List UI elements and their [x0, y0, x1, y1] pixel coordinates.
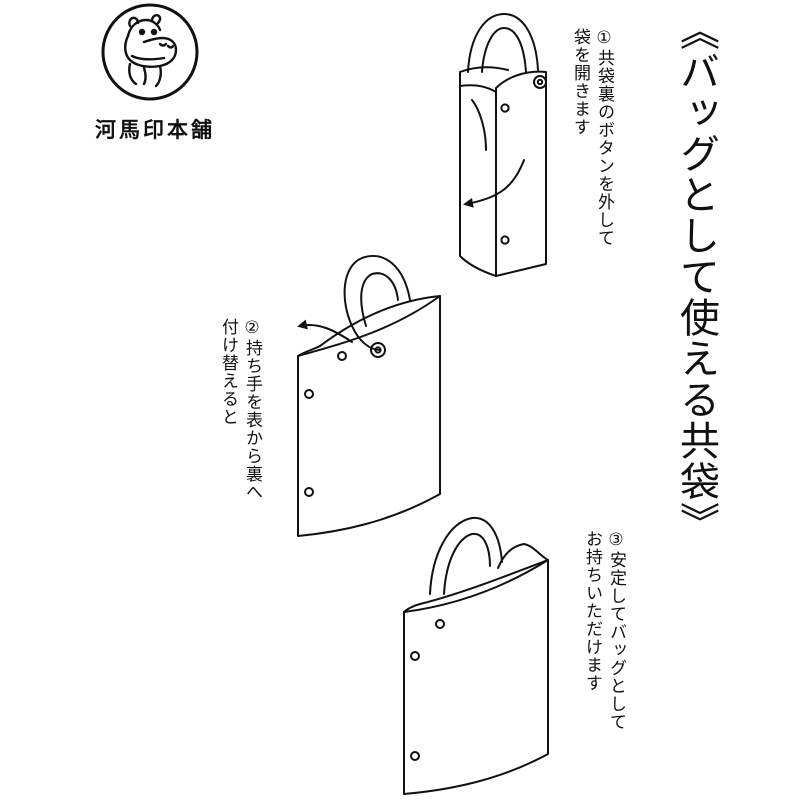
snap-button-icon [411, 620, 444, 760]
step-2-body: 持ち手を表から裏へ 付け替えると [218, 318, 262, 501]
step-1-number: ① [594, 28, 614, 49]
bag-3-finished-bag [404, 518, 548, 794]
step-3-number: ③ [606, 530, 626, 551]
bag-handle-icon [430, 518, 502, 594]
bag-handle-icon [468, 14, 538, 72]
hippo-seal-icon [101, 3, 199, 101]
step-1-text: ①共袋裏のボタンを外して 袋を開きます [568, 28, 616, 358]
step-3-text: ③安定してバッグとして お持ちいただけます [580, 530, 628, 790]
brand-name: 河馬印本舗 [95, 117, 215, 142]
bag-1-folded-pouch [460, 14, 546, 276]
page-title: 《バッグとして使える共袋》 [673, 10, 719, 543]
curved-arrow-icon [297, 319, 352, 342]
snap-button-icon [501, 76, 546, 244]
step-1-body: 共袋裏のボタンを外して 袋を開きます [570, 28, 614, 247]
step-3-body: 安定してバッグとして お持ちいただけます [582, 530, 626, 731]
snap-button-icon [305, 343, 385, 496]
step-2-number: ② [242, 318, 262, 339]
bag-handle-icon [345, 256, 410, 326]
curved-arrow-icon [463, 160, 524, 208]
step-2-text: ②持ち手を表から裏へ 付け替えると [216, 318, 264, 638]
bag-2-open-bag [298, 256, 440, 536]
